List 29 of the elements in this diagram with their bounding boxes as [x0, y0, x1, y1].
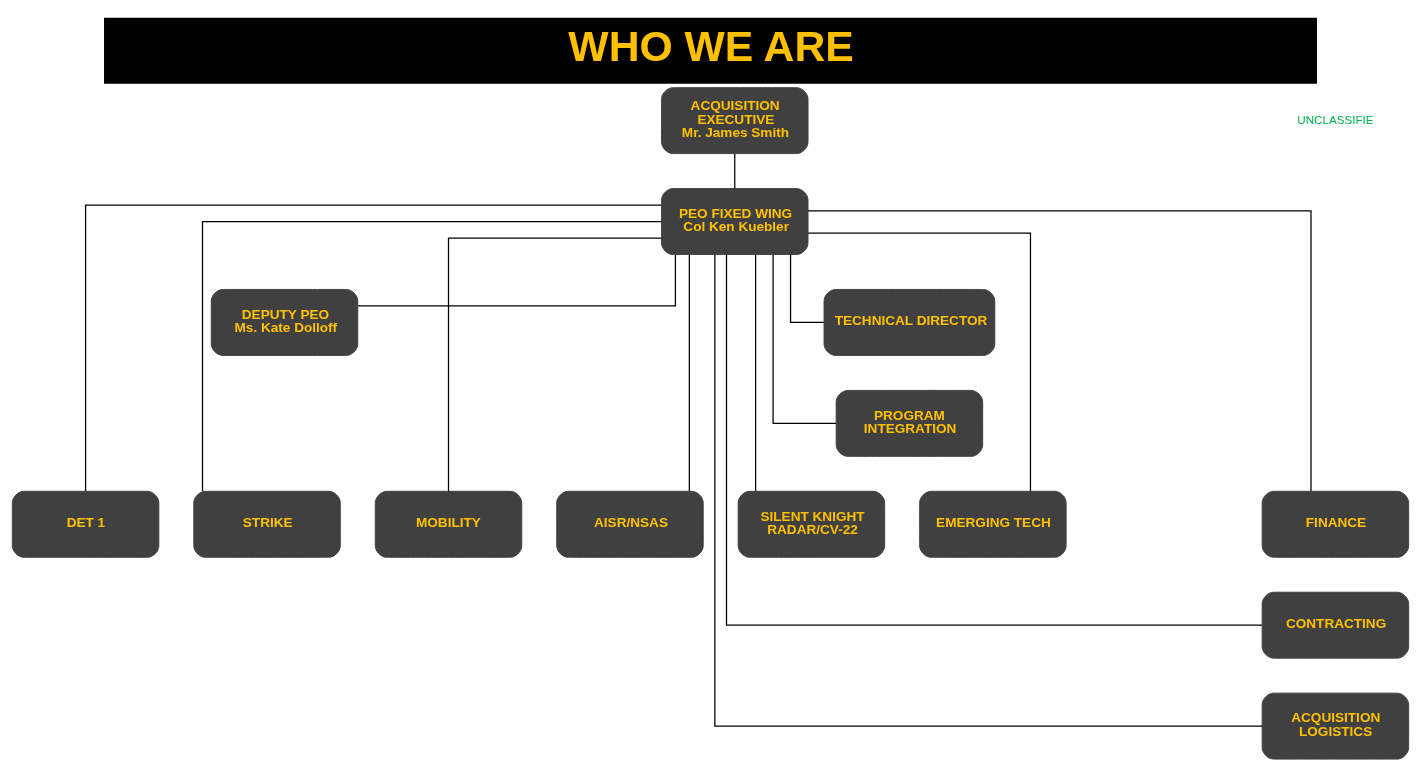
node-box: MOBILITY	[374, 490, 523, 558]
connector	[772, 253, 837, 424]
node-box: PROGRAM INTEGRATION	[835, 389, 984, 457]
node-box: ACQUISITION LOGISTICS	[1261, 692, 1410, 760]
connector	[357, 253, 677, 307]
diagram-title: WHO WE ARE	[568, 21, 854, 70]
node-box: ACQUISITION EXECUTIVE Mr. James Smith	[661, 86, 809, 154]
connector	[789, 253, 825, 323]
node-box: CONTRACTING	[1261, 591, 1410, 659]
connector	[201, 220, 662, 492]
connector	[714, 253, 1263, 727]
node-box: SILENT KNIGHT RADAR/CV-22	[737, 490, 886, 558]
node-box: PEO FIXED WING Col Ken Kuebler	[661, 187, 809, 255]
connector	[807, 232, 1032, 492]
connector	[84, 203, 662, 492]
connector	[447, 236, 663, 492]
node-box: DET 1	[11, 490, 160, 558]
connector	[688, 253, 690, 492]
label: UNCLASSIFIE	[1297, 112, 1374, 126]
connector	[734, 152, 736, 189]
node-box: EMERGING TECH	[919, 490, 1067, 558]
node-box: AISR/NSAS	[556, 490, 704, 558]
connector	[807, 209, 1312, 492]
connector	[725, 253, 1263, 626]
node-box: FINANCE	[1261, 490, 1410, 558]
node-box: STRIKE	[193, 490, 341, 558]
node-box: DEPUTY PEO Ms. Kate Dolloff	[210, 288, 359, 356]
node-box: TECHNICAL DIRECTOR	[823, 288, 996, 356]
connector	[755, 253, 757, 492]
